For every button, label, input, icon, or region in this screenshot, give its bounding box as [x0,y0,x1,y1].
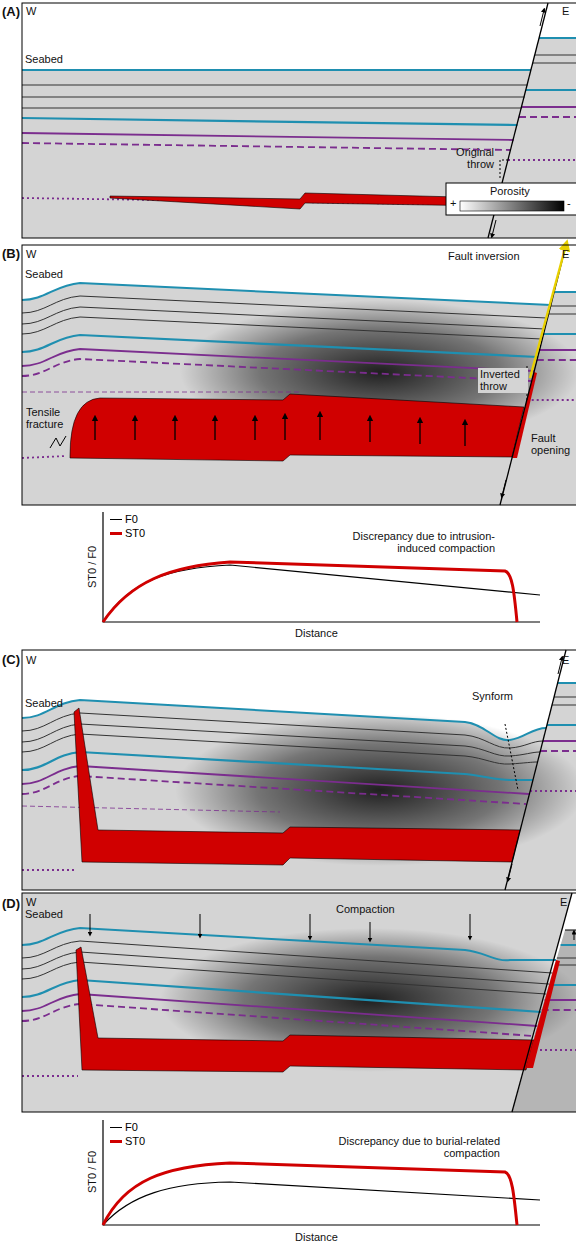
annotation-label: Synform [472,690,513,702]
annotation-label: Discrepancy due to burial-related compac… [330,1135,500,1160]
legend-sign: - [567,197,571,209]
annotation-label: E [562,654,569,666]
legend-item: ST0 [110,1135,145,1147]
legend-line-sample [110,519,122,520]
compass-label: E [562,5,569,17]
legend-sign: + [450,197,456,209]
annotation-label: Seabed [25,268,63,280]
annotation-label: Fault inversion [448,250,520,262]
legend-text: ST0 [125,1135,145,1147]
legend-line-sample [110,1140,122,1143]
panel-letter: (A) [2,5,20,20]
panel-a [22,3,576,238]
axis-label: ST0 / F0 [86,1151,98,1193]
annotation-label: Compaction [336,903,395,915]
panel-letter: (D) [2,897,20,912]
annotation-label: E [562,248,569,260]
annotation-label: Distance [295,627,338,639]
legend-line-sample [110,532,122,535]
legend-text: F0 [125,1121,138,1133]
compass-label: W [26,5,36,17]
panel-letter: (C) [2,653,20,668]
annotation-label: Discrepancy due to intrusion-induced com… [330,530,495,555]
panel-letter: (B) [2,247,20,262]
panel-b [22,245,576,622]
annotation-label: Inverted throw [478,368,528,393]
legend-title: Porosity [490,185,530,197]
legend-text: ST0 [125,527,145,539]
throw-label: Original throw [436,146,494,171]
panel-d [22,893,576,1225]
legend-line-sample [110,1127,122,1128]
annotation-label: Distance [295,1231,338,1243]
annotation-label: Tensile fracture [26,406,78,431]
legend-item: ST0 [110,527,145,539]
axis-label: ST0 / F0 [86,546,98,588]
annotation-label: E [560,896,567,908]
annotation-label: Seabed [25,908,63,920]
annotation-label: Seabed [25,697,63,709]
legend-item: F0 [110,1121,138,1133]
legend-item: F0 [110,513,138,525]
legend-text: F0 [125,513,138,525]
annotation-label: Fault opening [531,432,573,457]
panel-c [22,650,576,890]
annotation-label: W [26,248,36,260]
annotation-label: W [26,896,36,908]
annotation-label: W [26,654,36,666]
seabed-label: Seabed [25,53,63,65]
